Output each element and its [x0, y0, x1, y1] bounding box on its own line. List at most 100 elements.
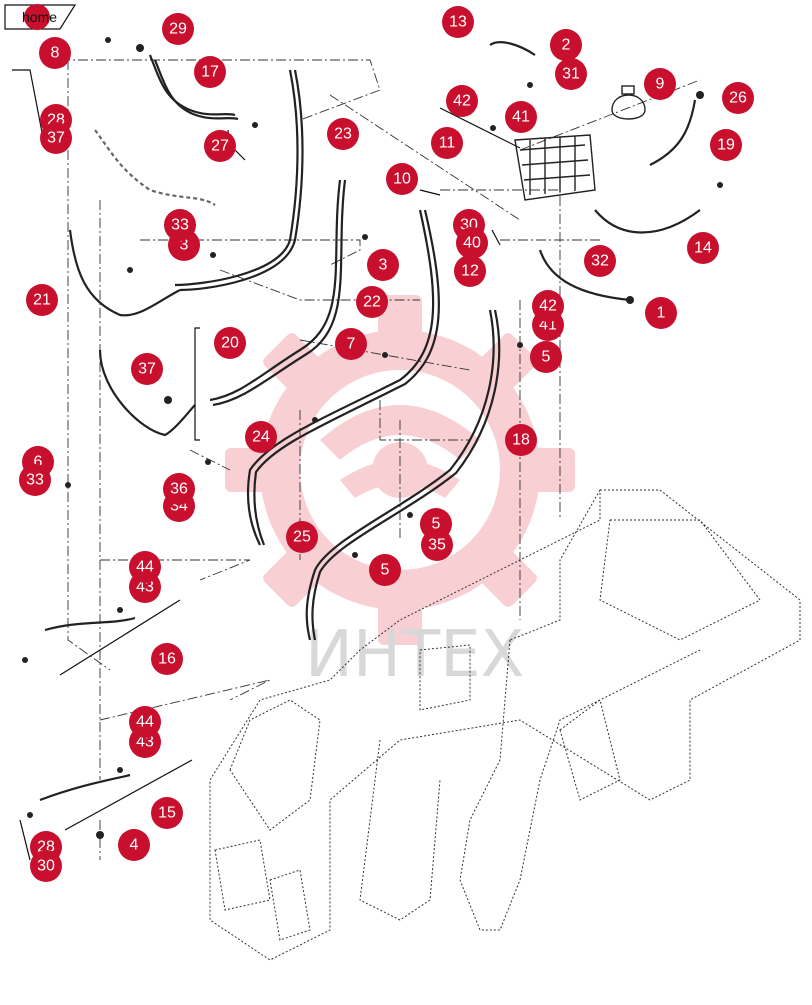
callout-number: 30 — [37, 858, 55, 875]
callout-badge — [645, 297, 677, 329]
callout-badge — [722, 82, 754, 114]
callout-20[interactable]: 20 — [214, 327, 246, 359]
callout-number: 35 — [428, 537, 446, 554]
callout-40[interactable]: 40 — [456, 227, 488, 259]
callout-badge — [369, 554, 401, 586]
callout-5[interactable]: 5 — [530, 341, 562, 373]
hydraulic-hoses — [39, 41, 701, 802]
callout-15[interactable]: 15 — [151, 797, 183, 829]
callout-badge — [40, 122, 72, 154]
callout-badge — [421, 529, 453, 561]
callout-number: 42 — [453, 93, 471, 110]
callout-number: 25 — [293, 529, 311, 546]
callout-badge — [386, 163, 418, 195]
callout-22[interactable]: 22 — [356, 286, 388, 318]
callout-number: 44 — [136, 559, 154, 576]
callout-badge — [555, 58, 587, 90]
callout-number: 10 — [393, 171, 411, 188]
callout-16[interactable]: 16 — [151, 643, 183, 675]
callout-badge — [245, 421, 277, 453]
callout-badge — [327, 118, 359, 150]
callout-badge — [194, 56, 226, 88]
callout-11[interactable]: 11 — [431, 127, 463, 159]
callout-9[interactable]: 9 — [644, 68, 676, 100]
callout-number: 44 — [136, 714, 154, 731]
callout-number: 2 — [562, 37, 571, 54]
callout-number: 16 — [158, 651, 176, 668]
callout-30[interactable]: 30 — [30, 850, 62, 882]
callout-badge — [30, 850, 62, 882]
callout-5[interactable]: 5 — [369, 554, 401, 586]
callout-number: 9 — [656, 76, 665, 93]
callout-badge — [367, 249, 399, 281]
callout-7[interactable]: 7 — [335, 328, 367, 360]
callout-41[interactable]: 41 — [505, 101, 537, 133]
callout-1[interactable]: 1 — [645, 297, 677, 329]
callout-19[interactable]: 19 — [710, 129, 742, 161]
callout-24[interactable]: 24 — [245, 421, 277, 453]
callout-badge — [505, 101, 537, 133]
callout-33[interactable]: 33 — [164, 209, 196, 241]
callout-number: 3 — [379, 257, 388, 274]
callout-number: 13 — [449, 14, 467, 31]
callout-number: 43 — [136, 734, 154, 751]
callout-number: 11 — [439, 135, 456, 152]
callout-36[interactable]: 36 — [163, 473, 195, 505]
callout-44[interactable]: 44 — [129, 706, 161, 738]
callout-12[interactable]: 12 — [454, 255, 486, 287]
callout-number: 27 — [211, 138, 229, 155]
callout-21[interactable]: 21 — [26, 284, 58, 316]
callout-33[interactable]: 33 — [19, 464, 51, 496]
callout-14[interactable]: 14 — [687, 232, 719, 264]
callout-badge — [26, 284, 58, 316]
callout-27[interactable]: 27 — [204, 130, 236, 162]
callout-number: 12 — [461, 263, 479, 280]
callout-17[interactable]: 17 — [194, 56, 226, 88]
callout-23[interactable]: 23 — [327, 118, 359, 150]
callout-badge — [163, 473, 195, 505]
callout-badge — [19, 464, 51, 496]
callout-number: 33 — [26, 472, 44, 489]
home-tab[interactable]: home — [4, 4, 76, 30]
callout-number: 42 — [539, 298, 557, 315]
callout-number: 1 — [657, 305, 666, 322]
callout-37[interactable]: 37 — [40, 122, 72, 154]
callout-2[interactable]: 2 — [550, 29, 582, 61]
callout-29[interactable]: 29 — [162, 13, 194, 45]
callout-42[interactable]: 42 — [446, 85, 478, 117]
callout-badge — [532, 290, 564, 322]
home-link-label: home — [22, 9, 58, 25]
callout-25[interactable]: 25 — [286, 521, 318, 553]
callout-badge — [644, 68, 676, 100]
callout-badge — [442, 6, 474, 38]
callout-44[interactable]: 44 — [129, 551, 161, 583]
callout-badge — [530, 341, 562, 373]
callout-10[interactable]: 10 — [386, 163, 418, 195]
callout-number: 15 — [158, 805, 176, 822]
callout-number: 32 — [591, 253, 609, 270]
callout-32[interactable]: 32 — [584, 245, 616, 277]
callout-13[interactable]: 13 — [442, 6, 474, 38]
callout-badge — [710, 129, 742, 161]
callout-badge — [550, 29, 582, 61]
home-tab-frame — [4, 4, 76, 30]
callout-18[interactable]: 18 — [505, 424, 537, 456]
callout-number: 26 — [729, 90, 747, 107]
callout-number: 22 — [363, 294, 381, 311]
callout-badge — [204, 130, 236, 162]
callout-number: 23 — [334, 126, 352, 143]
callout-8[interactable]: 8 — [39, 37, 71, 69]
callout-35[interactable]: 35 — [421, 529, 453, 561]
callout-number: 33 — [171, 217, 189, 234]
callout-number: 40 — [463, 235, 481, 252]
callout-number: 6 — [34, 454, 43, 471]
callout-37[interactable]: 37 — [131, 353, 163, 385]
callout-31[interactable]: 31 — [555, 58, 587, 90]
callout-42[interactable]: 42 — [532, 290, 564, 322]
callout-26[interactable]: 26 — [722, 82, 754, 114]
callout-4[interactable]: 4 — [118, 829, 150, 861]
callout-number: 14 — [694, 240, 712, 257]
callout-3[interactable]: 3 — [367, 249, 399, 281]
callout-badge — [151, 643, 183, 675]
